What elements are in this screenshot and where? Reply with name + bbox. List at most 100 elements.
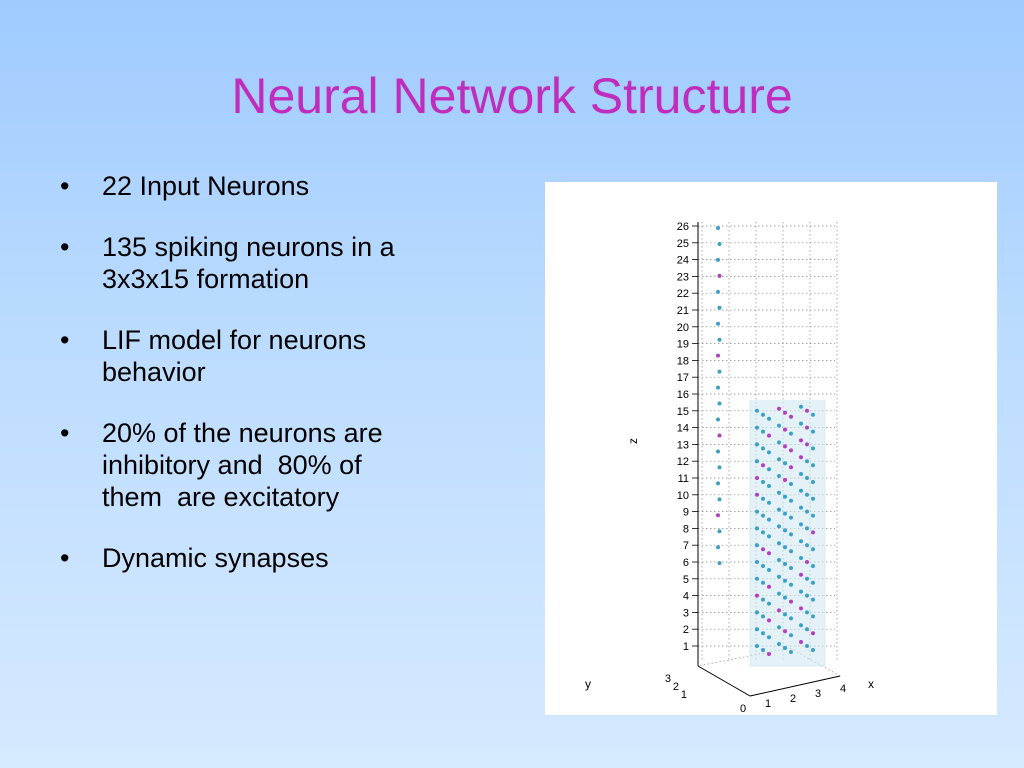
- z-tick-label: 11: [678, 473, 689, 485]
- spiking-neuron-point: [799, 522, 803, 527]
- spiking-neuron-point: [777, 608, 781, 613]
- spiking-neuron-point: [777, 625, 781, 630]
- spiking-neuron-point: [789, 633, 793, 638]
- spiking-neuron-point: [761, 547, 765, 552]
- bullet-list: •22 Input Neurons • 135 spiking neurons i…: [58, 170, 498, 603]
- bullet-item: • 135 spiking neurons in a 3x3x15 formati…: [58, 231, 498, 295]
- input-neuron-point: [717, 401, 722, 406]
- spiking-neuron-point: [811, 496, 815, 501]
- z-tick-label: 25: [677, 238, 689, 250]
- spiking-neuron-point: [799, 572, 803, 577]
- input-neuron-point: [717, 305, 722, 310]
- spiking-neuron-point: [777, 457, 781, 462]
- spiking-neuron-point: [761, 513, 765, 518]
- spiking-neuron-point: [811, 412, 815, 417]
- spiking-neuron-point: [767, 433, 771, 438]
- input-neuron-point: [716, 226, 720, 230]
- spiking-neuron-point: [767, 500, 771, 505]
- spiking-neuron-point: [789, 448, 793, 453]
- spiking-neuron-point: [789, 616, 793, 621]
- bullet-item: •22 Input Neurons: [58, 170, 498, 202]
- spiking-neuron-point: [761, 564, 765, 568]
- spiking-neuron-point: [777, 507, 781, 512]
- bullet-item: •20% of the neurons are inhibitory and 8…: [58, 417, 498, 513]
- y-tick-label: 3: [665, 673, 671, 685]
- spiking-neuron-point: [777, 558, 781, 562]
- spiking-neuron-point: [789, 549, 793, 554]
- x-axis-label: x: [868, 677, 874, 691]
- z-tick-label: 22: [677, 288, 689, 300]
- spiking-neuron-point: [783, 410, 787, 415]
- spiking-neuron-point: [767, 467, 771, 472]
- z-tick-label: 24: [677, 255, 689, 267]
- spiking-neuron-point: [799, 606, 803, 611]
- z-tick-label: 5: [683, 574, 689, 586]
- spiking-neuron-point: [811, 530, 815, 535]
- spiking-neuron-point: [805, 408, 809, 413]
- spiking-neuron-point: [783, 478, 787, 482]
- z-tick-label: 1: [683, 641, 689, 653]
- bullet-dot-icon: •: [60, 543, 70, 573]
- spiking-neuron-point: [799, 589, 803, 594]
- spiking-neuron-point: [755, 459, 759, 464]
- spiking-neuron-point: [783, 494, 787, 499]
- spiking-neuron-point: [767, 618, 771, 623]
- spiking-neuron-point: [805, 476, 809, 480]
- input-neuron-point: [717, 369, 722, 374]
- spiking-neuron-point: [755, 644, 759, 648]
- spiking-neuron-point: [789, 599, 793, 604]
- spiking-neuron-point: [783, 629, 787, 634]
- x-tick-label: 0: [740, 703, 746, 715]
- input-neuron-point: [716, 289, 720, 294]
- spiking-neuron-point: [755, 543, 759, 548]
- slide-title: Neural Network Structure: [231, 68, 793, 124]
- spiking-neuron-point: [777, 524, 781, 529]
- spiking-neuron-point: [805, 576, 809, 581]
- input-neuron-point: [717, 337, 722, 342]
- spiking-neuron-point: [777, 406, 781, 411]
- spiking-neuron-point: [799, 455, 803, 460]
- z-tick-label: 15: [677, 406, 689, 418]
- spiking-neuron-point: [811, 547, 815, 552]
- spiking-neuron-point: [755, 442, 759, 447]
- x-tick-label: 1: [765, 698, 771, 710]
- spiking-neuron-point: [805, 543, 809, 548]
- spiking-neuron-point: [799, 488, 803, 493]
- spiking-neuron-point: [767, 635, 771, 640]
- spiking-neuron-point: [767, 584, 771, 589]
- spiking-neuron-point: [811, 648, 815, 652]
- spiking-neuron-point: [761, 580, 765, 585]
- spiking-neuron-point: [777, 591, 781, 596]
- spiking-neuron-point: [789, 482, 793, 486]
- spiking-neuron-point: [805, 627, 809, 632]
- input-neuron-point: [716, 481, 720, 486]
- spiking-neuron-point: [783, 646, 787, 650]
- bullet-dot-icon: •: [60, 171, 70, 201]
- bullet-dot-icon: •: [60, 232, 70, 262]
- z-tick-label: 7: [683, 540, 689, 552]
- z-tick-label: 13: [677, 439, 689, 451]
- bullet-text: 20% of the neurons are inhibitory and 80…: [102, 418, 383, 512]
- spiking-neuron-point: [799, 556, 803, 560]
- spiking-neuron-point: [761, 463, 765, 468]
- x-tick-label: 2: [790, 693, 796, 705]
- y-tick-label: 2: [673, 681, 679, 693]
- bullet-text: 135 spiking neurons in a 3x3x15 formatio…: [102, 232, 395, 294]
- spiking-neuron-point: [761, 496, 765, 501]
- spiking-neuron-point: [805, 425, 809, 430]
- input-neuron-point: [717, 433, 722, 438]
- spiking-neuron-point: [755, 476, 759, 480]
- z-tick-label: 10: [677, 490, 689, 502]
- spiking-neuron-point: [777, 490, 781, 495]
- spiking-neuron-point: [755, 492, 759, 497]
- spiking-neuron-point: [789, 498, 793, 503]
- spiking-neuron-point: [761, 597, 765, 602]
- bullet-dot-icon: •: [60, 325, 70, 355]
- input-neuron-point: [717, 273, 722, 278]
- z-tick-label: 4: [683, 591, 689, 603]
- input-neuron-point: [717, 241, 722, 246]
- spiking-neuron-point: [783, 528, 787, 533]
- z-tick-label: 17: [677, 372, 689, 384]
- spiking-neuron-point: [811, 614, 815, 619]
- spiking-neuron-point: [767, 568, 771, 572]
